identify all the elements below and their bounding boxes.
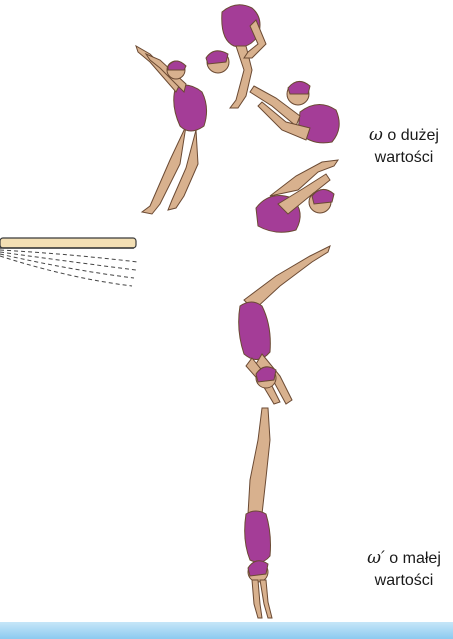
diver-tuck-lower — [255, 159, 340, 233]
label-low-line2: wartości — [374, 572, 434, 589]
diver-straight — [244, 407, 273, 619]
label-low-text: o małej — [389, 550, 441, 567]
board-motion-lines — [0, 249, 139, 287]
label-high-angular-velocity: ω o dużej wartości — [358, 124, 450, 169]
label-low-angular-velocity: ω′ o małej wartości — [355, 547, 453, 592]
omega-prime-symbol: ω′ — [367, 548, 385, 568]
water-surface — [0, 622, 453, 639]
diver-pike — [238, 245, 331, 405]
diver-takeoff — [135, 44, 208, 215]
diver-tuck-top — [205, 4, 267, 109]
diver-tuck-right — [249, 81, 340, 144]
omega-symbol: ω — [369, 125, 383, 145]
label-high-line2: wartości — [374, 149, 434, 166]
label-high-text: o dużej — [387, 127, 439, 144]
diving-board — [0, 237, 137, 249]
